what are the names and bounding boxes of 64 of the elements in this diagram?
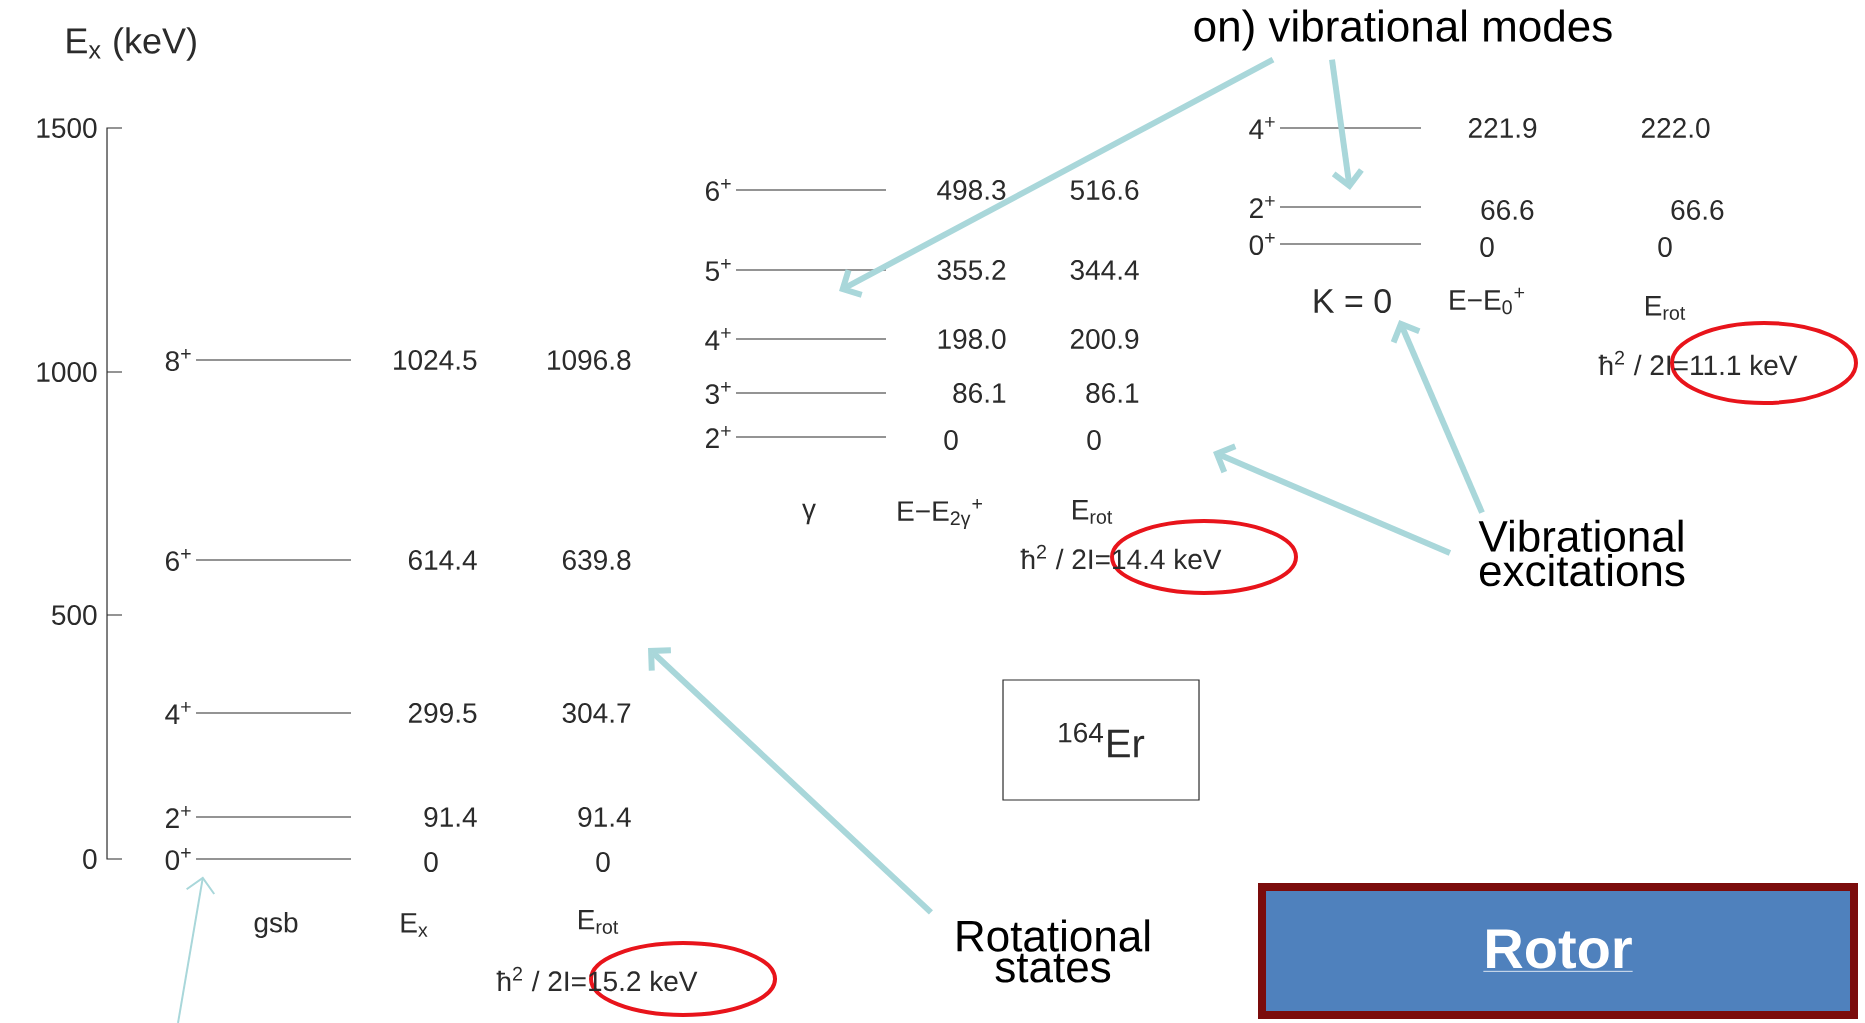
energy-value: 222.0: [1641, 118, 1710, 138]
energy-value: 0: [596, 852, 610, 872]
energy-value: 91.4: [578, 807, 631, 827]
energy-value: 344.4: [1070, 260, 1139, 280]
energy-value: 0: [424, 852, 438, 872]
spin-label: 4$^{+}$: [1249, 117, 1275, 139]
column-header: gsb: [254, 911, 298, 939]
energy-value: 91.4: [424, 807, 477, 827]
arrow: [648, 647, 933, 915]
column-header: E$_{rot}$: [1073, 500, 1113, 524]
spin-label: 2$^{+}$: [706, 426, 731, 448]
spin-label: 3$^{+}$: [705, 381, 731, 405]
energy-value: 200.9: [1070, 329, 1139, 349]
energy-value: 86.1: [953, 383, 1006, 403]
spin-label: 6$^{+}$: [166, 548, 191, 572]
spin-label: 4$^{+}$: [165, 702, 191, 724]
energy-value: 0: [1087, 430, 1101, 450]
spin-label: 0$^{+}$: [165, 847, 191, 870]
spin-label: 2$^{+}$: [166, 806, 191, 828]
column-header: γ: [802, 503, 816, 525]
spin-label: 4$^{+}$: [705, 328, 731, 350]
energy-value: 498.3: [937, 180, 1006, 200]
energy-value: 516.6: [1070, 180, 1139, 200]
energy-value: 1024.5: [394, 350, 477, 370]
title-box: Rotor: [1258, 883, 1858, 1019]
callout-text: Rotational states: [957, 919, 1150, 983]
arrow: [839, 56, 1275, 298]
spin-label: 5$^{+}$: [705, 258, 731, 282]
column-header: E−E$_{0}$+: [1450, 287, 1525, 315]
callout-text: Vibrational excitations: [1478, 519, 1685, 587]
energy-value: 614.4: [408, 550, 477, 570]
energy-value: 66.6: [1481, 200, 1534, 220]
energy-value: 304.7: [562, 703, 631, 723]
callout-text: on) vibrational modes: [1194, 9, 1612, 51]
column-header: E−E$_{2γ}$+: [898, 498, 982, 530]
tick-label: 500: [52, 605, 97, 625]
column-header: E$_{rot}$: [1646, 296, 1686, 320]
nucleus-box: $^{164}$Er: [1002, 679, 1200, 801]
spin-label: 6$^{+}$: [706, 178, 731, 202]
energy-value: 0: [1658, 237, 1672, 257]
energy-value: 639.8: [562, 550, 631, 570]
energy-value: 221.9: [1468, 118, 1537, 138]
energy-value: 0: [1480, 237, 1494, 257]
energy-value: 299.5: [408, 703, 477, 723]
axis-title: E$_{x}$ (keV): [67, 27, 196, 61]
arrow: [177, 876, 216, 1023]
energy-value: 1096.8: [548, 350, 631, 370]
energy-value: 86.1: [1086, 383, 1139, 403]
spin-label: 8$^{+}$: [165, 348, 191, 372]
tick-label: 0: [83, 849, 97, 869]
energy-value: 355.2: [937, 260, 1006, 280]
energy-value: 198.0: [938, 329, 1006, 349]
arrow: [1329, 59, 1364, 190]
energy-value: 66.6: [1671, 200, 1724, 220]
arrow: [1390, 320, 1485, 514]
column-header: E$_{x}$: [401, 913, 428, 937]
arrow: [1213, 443, 1452, 556]
tick-label: 1500: [37, 118, 97, 138]
tick-label: 1000: [37, 362, 97, 382]
spin-label: 2$^{+}$: [1250, 196, 1275, 218]
band-label: K = 0: [1314, 288, 1391, 314]
column-header: E$_{rot}$: [579, 910, 619, 934]
energy-value: 0: [944, 430, 958, 450]
spin-label: 0$^{+}$: [1249, 232, 1275, 256]
